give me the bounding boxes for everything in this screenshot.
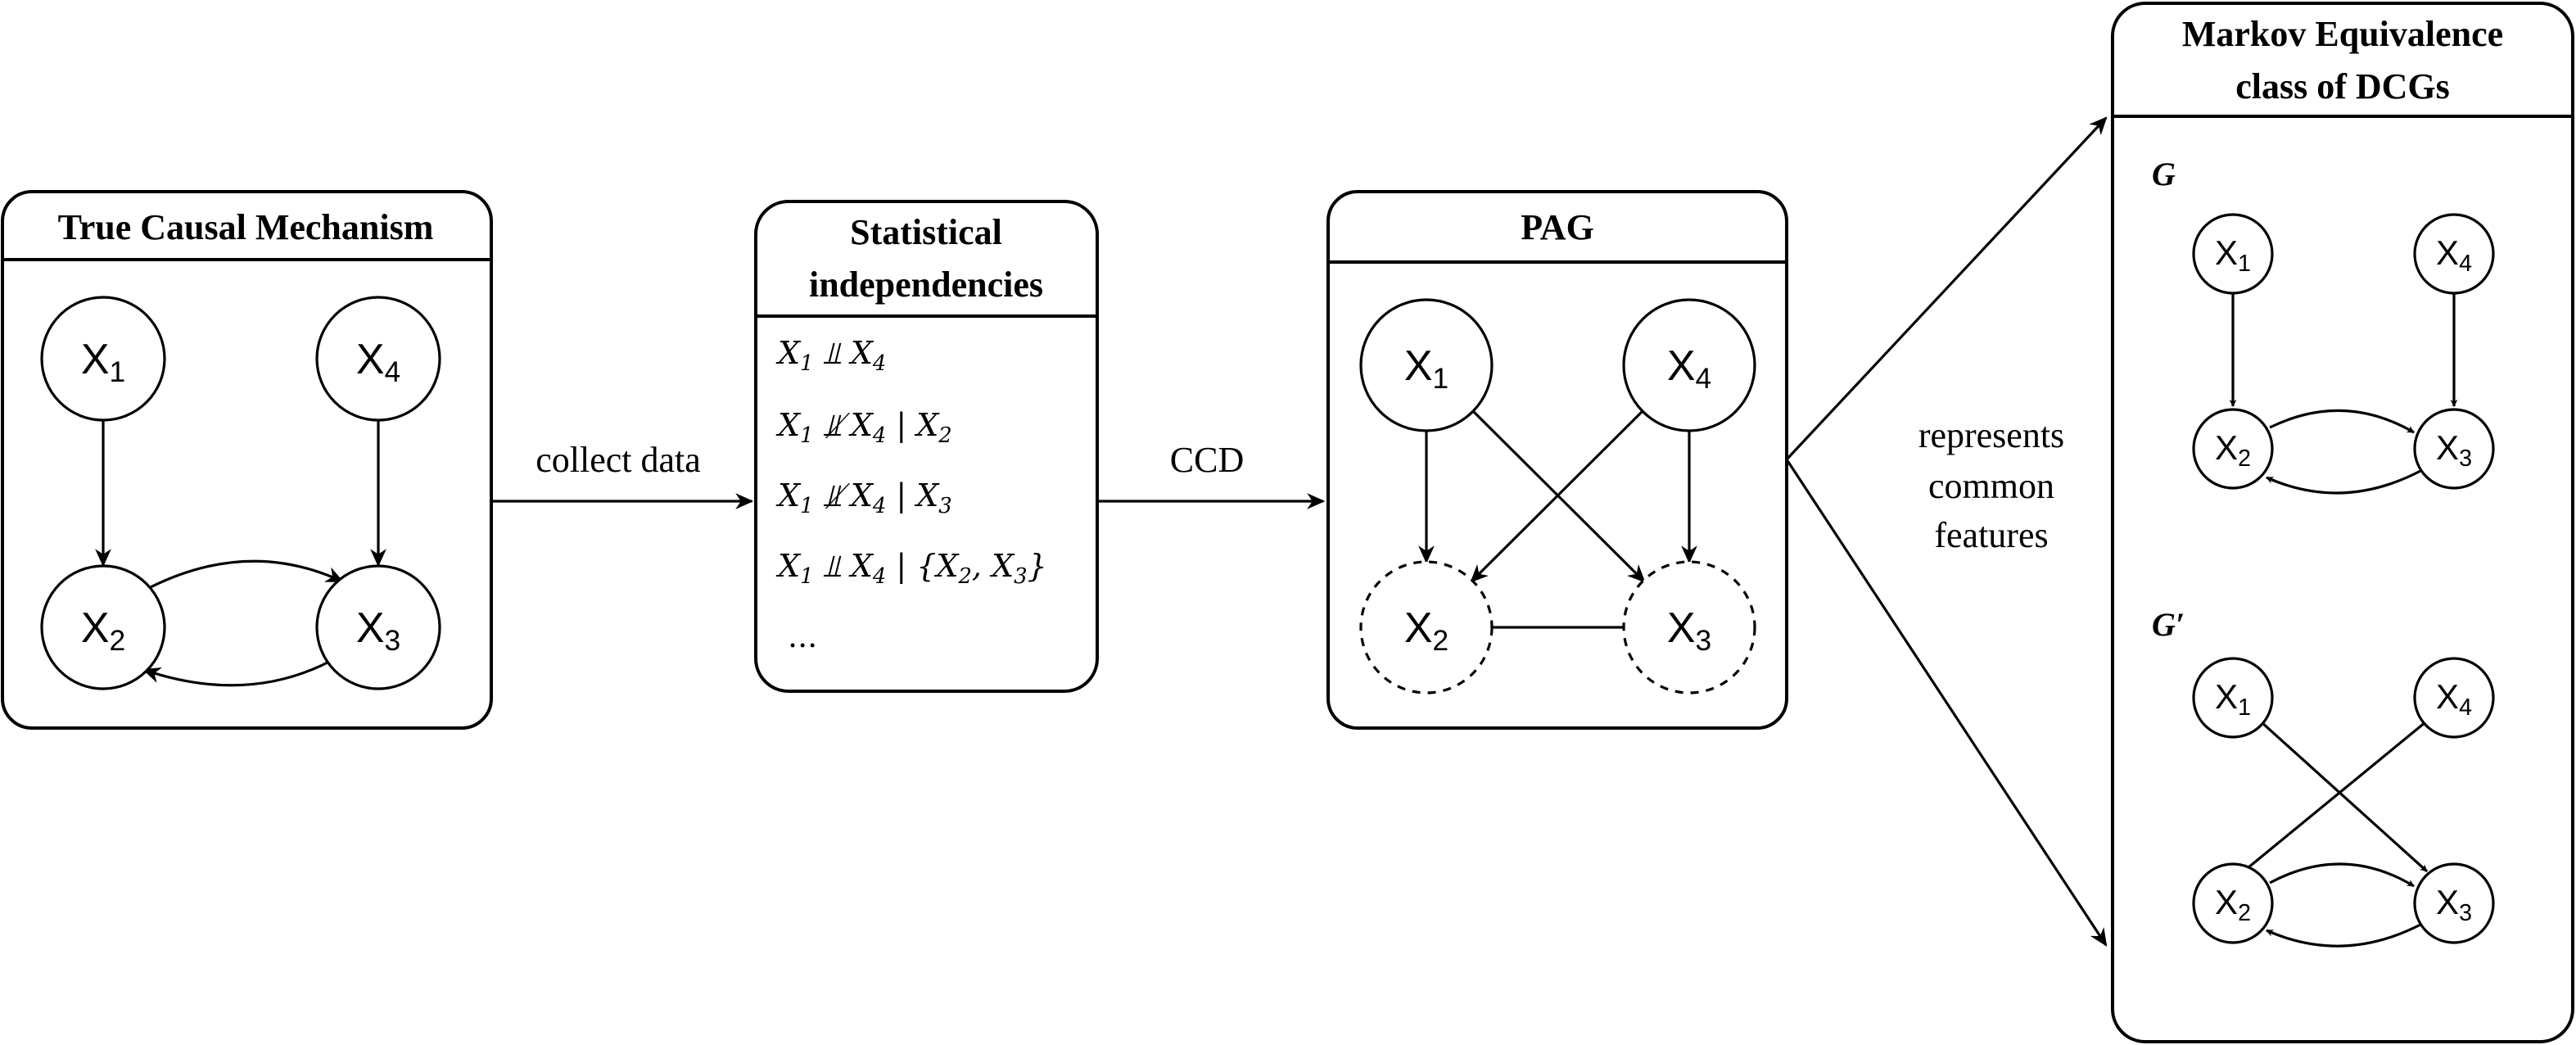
gp-label-x3: X3 (2436, 883, 2472, 926)
gp-node-x3 (2413, 862, 2495, 944)
graph-g: G X1 X4 X2 X3 (2152, 156, 2495, 495)
pag-label-x2: X2 (1404, 604, 1448, 657)
g-label-x3: X3 (2436, 428, 2472, 472)
node-x1 (40, 296, 166, 422)
gp-node-x2 (2192, 862, 2274, 944)
gp-node-x1 (2192, 657, 2274, 739)
ccd-label: CCD (1170, 440, 1244, 480)
pag-label-x4: X4 (1667, 342, 1711, 395)
g-label-x2: X2 (2215, 428, 2251, 472)
pag-node-x2 (1359, 560, 1494, 694)
true-mechanism-title: True Causal Mechanism (58, 207, 434, 247)
statistical-panel: Statistical independencies X1⫫X4 X1⫫̸X4|… (754, 200, 1099, 693)
graph-g-prime: G′ X1 X4 X2 X3 (2152, 606, 2495, 948)
statement-4: X1⫫X4| {X2, X3} (775, 548, 1047, 589)
edge-x2-x3 (142, 559, 344, 593)
collect-data-label: collect data (536, 440, 701, 480)
graph-g-prime-label: G′ (2152, 606, 2185, 643)
statement-1: X1⫫X4 (775, 335, 886, 376)
label-x2: X2 (81, 604, 125, 657)
g-node-x3 (2413, 408, 2495, 490)
represents-label-line1: represents (1918, 415, 2064, 455)
g-node-x2 (2192, 408, 2274, 490)
equivalence-title-line2: class of DCGs (2235, 66, 2450, 106)
equivalence-panel: Markov Equivalence class of DCGs G X1 X4… (2111, 2, 2574, 1043)
label-x1: X1 (81, 336, 125, 388)
gp-node-x4 (2413, 657, 2495, 739)
graph-g-label: G (2152, 156, 2176, 192)
pag-node-x3 (1622, 560, 1756, 694)
edge-x3-x2 (142, 660, 330, 687)
gp-edge-x2-x3 (2269, 862, 2415, 888)
gp-label-x2: X2 (2215, 883, 2251, 926)
node-x2 (40, 564, 166, 690)
node-x3 (315, 564, 441, 690)
pag-title: PAG (1521, 207, 1594, 247)
represents-arrow-upper (1785, 116, 2108, 461)
equivalence-title-line1: Markov Equivalence (2182, 14, 2503, 54)
g-node-x4 (2413, 213, 2495, 295)
pag-node-x1 (1359, 298, 1494, 432)
pag-node-x4 (1622, 298, 1756, 432)
g-label-x4: X4 (2436, 233, 2472, 277)
gp-edge-x1-x3 (2260, 721, 2429, 873)
represents-label-line2: common (1928, 466, 2054, 506)
represents-arrow-lower (1785, 459, 2108, 947)
represents-label-line3: features (1934, 515, 2048, 555)
pag-edge-x4-x2 (1470, 408, 1646, 583)
pag-label-x3: X3 (1667, 604, 1711, 657)
g-edge-x3-x2 (2266, 468, 2423, 495)
label-x4: X4 (356, 336, 400, 388)
pag-label-x1: X1 (1404, 342, 1448, 395)
true-mechanism-panel: True Causal Mechanism X1 X4 X2 X3 (1, 190, 493, 730)
gp-edge-x4-x2 (2242, 721, 2427, 873)
g-node-x1 (2192, 213, 2274, 295)
node-x4 (315, 296, 441, 422)
statistical-title-line1: Statistical (850, 212, 1002, 252)
statistical-title-line2: independencies (809, 265, 1043, 305)
label-x3: X3 (356, 604, 400, 657)
gp-label-x4: X4 (2436, 677, 2472, 721)
g-label-x1: X1 (2215, 233, 2251, 277)
gp-edge-x3-x2 (2266, 922, 2423, 948)
gp-label-x1: X1 (2215, 677, 2251, 721)
g-edge-x2-x3 (2269, 409, 2415, 434)
statement-ellipsis: ... (788, 618, 817, 654)
pag-panel: PAG X1 X4 X2 X3 (1326, 190, 1788, 730)
